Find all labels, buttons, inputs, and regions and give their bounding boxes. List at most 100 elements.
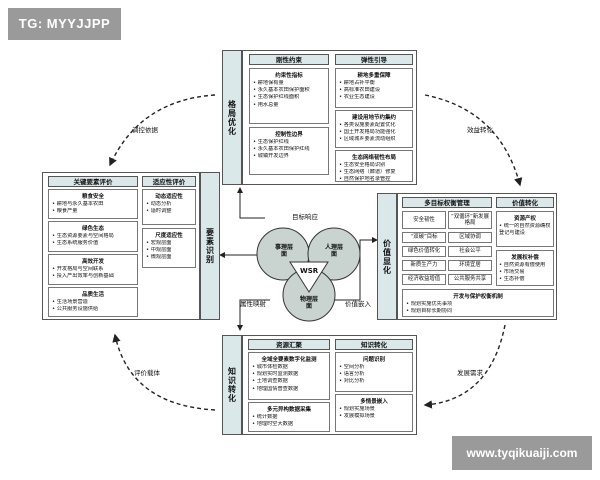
label-wuli: 物理层面 <box>299 296 318 310</box>
arc-bottom-left <box>112 333 216 411</box>
label-renli: 人理层面 <box>324 244 343 258</box>
list-item: 统一的自然资源确权登记与建设 <box>499 223 553 237</box>
list-item: 土地调查数据 <box>252 378 329 385</box>
list-item: 投入产出效率与创新基础 <box>52 273 137 280</box>
list-item: 永久基本农田保护红线 <box>253 146 328 153</box>
top-r3-title: 生态网络韧性布局 <box>351 155 396 161</box>
left-g3-title: 高效开发 <box>81 259 104 265</box>
list-item: 生态保护红线 <box>253 139 328 146</box>
list-item: 动态分析 <box>146 201 195 208</box>
list-item: 规划实施优先事项 <box>406 301 553 308</box>
list-item: 城市体检数据 <box>252 364 329 371</box>
wsr-triangle <box>289 261 329 293</box>
label-wsr: WSR <box>300 267 319 275</box>
top-l2-box: 控制性边界 生态保护红线 永久基本农田保护红线 城镇开发边界 <box>249 127 329 175</box>
right-side-label: 价值显化 <box>377 193 397 320</box>
list-item: 公共服务设施供给 <box>52 306 137 313</box>
bottom-side-label: 知识转化 <box>222 335 242 435</box>
arrow-value <box>335 237 378 301</box>
watermark-bottom: www.tyqikuaiji.com <box>452 436 592 470</box>
list-item: 适时调整 <box>146 208 195 215</box>
bottom-l1-title: 全域全要素数字化监测 <box>261 357 317 363</box>
left-g1-title: 粮食安全 <box>81 194 104 200</box>
list-item: 农业生态建设 <box>339 94 412 101</box>
list-item: 开发格局与空间联系 <box>52 266 137 273</box>
list-item: 粮食产量 <box>52 208 137 215</box>
cell: “双循环”新发展格局 <box>448 211 492 229</box>
label-fazhan: 发展需求 <box>457 369 483 377</box>
label-goal: 目标响应 <box>292 213 318 221</box>
arc-bottom-right <box>423 324 506 409</box>
cell: “双碳”目标 <box>402 232 446 243</box>
top-l2-title: 控制性边界 <box>275 132 303 138</box>
left-panel: 关键要素评价 适应性评价 粮食安全 耕地与永久基本农田粮食产量 绿色生态 生态资… <box>42 172 200 320</box>
list-item: 生态系统服务价值 <box>52 240 137 247</box>
left-header-key: 关键要素评价 <box>48 176 138 187</box>
list-item: 生活场景营造 <box>52 299 137 306</box>
left-g4-box: 品质生活 生活场景营造公共服务设施供给 <box>48 287 138 317</box>
arrow-attr <box>237 299 270 331</box>
list-item: 语言分析 <box>339 371 412 378</box>
list-item: 耕地与永久基本农田 <box>52 201 137 208</box>
top-left-header: 刚性约束 <box>249 54 329 65</box>
list-item: 生态补偿 <box>499 276 553 283</box>
cell: 绿色价值转化 <box>402 246 446 257</box>
list-item: 对比分析 <box>339 378 412 385</box>
list-item: 规划实时监测数据 <box>252 371 329 378</box>
list-item: 空间分析 <box>339 364 412 371</box>
cell: 公共服务共享 <box>448 274 492 285</box>
list-item: 中观层面 <box>146 247 195 254</box>
label-tiaokong: 调控依据 <box>132 126 158 134</box>
bottom-r1-box: 问题识别 空间分析语言分析对比分析 <box>335 352 413 392</box>
list-item: 发展模拟场景 <box>339 413 412 420</box>
right-v2-box: 发展权补偿 自然资源有偿使用市场交易生态补偿 <box>496 250 554 286</box>
cell: 经济收益增值 <box>402 274 446 285</box>
right-b-title: 开发与保护权衡机制 <box>453 294 503 300</box>
right-v1-title: 资源产权 <box>513 216 536 222</box>
list-item: 各类设施要素配置优化 <box>339 122 412 129</box>
left-g4-title: 品质生活 <box>81 292 104 298</box>
list-item: 永久基本农田保护面积 <box>253 87 328 94</box>
list-item: 生态资源要素与空间格局 <box>52 233 137 240</box>
label-shili: 事理层面 <box>274 244 293 258</box>
right-header-multi: 多目标权衡管理 <box>402 197 492 208</box>
top-right-header: 弹性引导 <box>335 54 413 65</box>
list-item: 高标准农田建设 <box>339 87 412 94</box>
left-g2-title: 绿色生态 <box>81 226 104 232</box>
list-item: 区域城乡要素流动组织 <box>339 136 412 143</box>
list-item: 地理时空大数据 <box>252 421 329 428</box>
list-item: 规划实施场景 <box>339 406 412 413</box>
top-l1-title: 约束性指标 <box>275 73 303 79</box>
bottom-l2-title: 多元异构数据采集 <box>266 407 311 413</box>
arc-top-right <box>424 94 523 187</box>
left-side-label: 要素识别 <box>200 172 220 320</box>
top-side-label: 格局优化 <box>222 50 242 185</box>
right-v2-title: 发展权补偿 <box>511 255 539 261</box>
bottom-r2-box: 多情景嵌入 规划实施场景发展模拟场景 <box>335 394 413 432</box>
top-r1-box: 耕地多重保障 耕地占补平衡 高标准农田建设 农业生态建设 <box>335 68 413 108</box>
bottom-l1-box: 全域全要素数字化监测 城市体检数据规划实时监测数据土地调查数据地理国情普查数据 <box>248 352 330 400</box>
label-xiaoyi: 效益转化 <box>467 126 493 134</box>
list-item: 国土开发格局功能强化 <box>339 129 412 136</box>
top-r2-box: 建设用地节约集约 各类设施要素配置优化 国土开发格局功能强化 区域城乡要素流动组… <box>335 110 413 148</box>
list-item: 生态网络（廊道）修复 <box>339 169 412 176</box>
list-item: 宏观层面 <box>146 240 195 247</box>
left-g3-box: 高效开发 开发格局与空间联系投入产出效率与创新基础 <box>48 254 138 285</box>
bottom-l2-box: 多元异构数据采集 统计数据地理时空大数据 <box>248 402 330 432</box>
cell: 社会公平 <box>448 246 492 257</box>
list-item: 微观层面 <box>146 254 195 261</box>
cell: 安全韧性 <box>402 211 446 229</box>
top-r3-box: 生态网络韧性布局 生态安全格局识别 生态网络（廊道）修复 自然保护地名录管控 <box>335 150 413 182</box>
watermark-top: TG: MYYJJPP <box>8 8 121 40</box>
left-g2-box: 绿色生态 生态资源要素与空间格局生态系统服务价值 <box>48 221 138 252</box>
right-v1-box: 资源产权 统一的自然资源确权登记与建设 <box>496 211 554 247</box>
list-item: 用水总量 <box>253 102 328 109</box>
left-g1-box: 粮食安全 耕地与永久基本农田粮食产量 <box>48 189 138 219</box>
left-header-adapt: 适应性评价 <box>142 176 196 187</box>
arc-top-left <box>109 94 216 167</box>
bottom-header-res: 资源汇聚 <box>248 339 330 350</box>
right-panel: 多目标权衡管理 价值转化 安全韧性 “双循环”新发展格局 “双碳”目标 区域协调… <box>397 193 557 320</box>
bottom-r2-title: 多情景嵌入 <box>360 399 388 405</box>
list-item: 自然保护地名录管控 <box>339 176 412 183</box>
